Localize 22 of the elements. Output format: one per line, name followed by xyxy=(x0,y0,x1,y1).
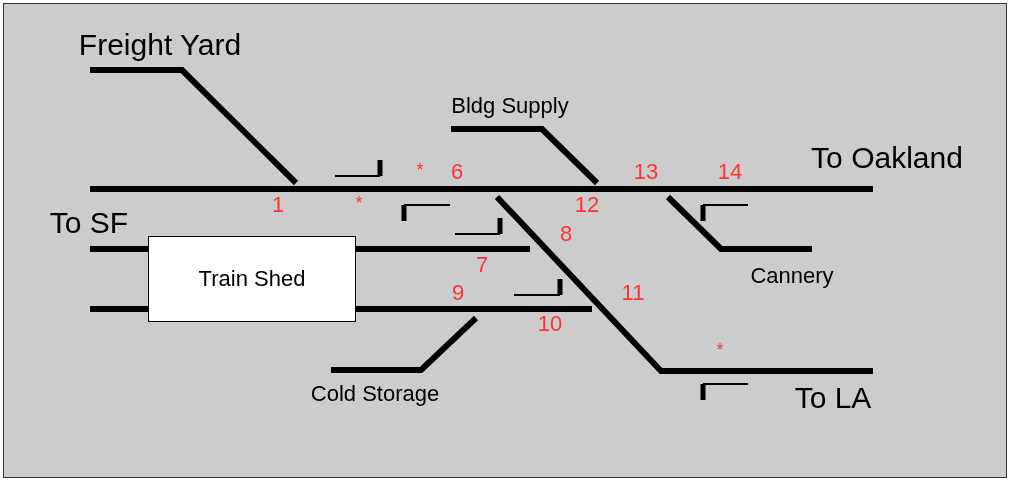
place-label: Cannery xyxy=(750,265,834,287)
track-number: 8 xyxy=(559,223,573,245)
asterisk-mark: * xyxy=(716,341,724,359)
place-label: To LA xyxy=(794,383,872,413)
track-number: 6 xyxy=(450,161,464,183)
place-label: Cold Storage xyxy=(310,383,440,405)
asterisk-mark: * xyxy=(355,194,363,212)
track-number: 1 xyxy=(271,194,285,216)
track-number: 7 xyxy=(475,254,489,276)
track-number: 14 xyxy=(717,161,743,183)
track-number: 11 xyxy=(621,282,645,304)
asterisk-mark: * xyxy=(416,161,424,179)
track-number: 13 xyxy=(633,161,659,183)
track-number: 9 xyxy=(451,282,465,304)
track-number: 12 xyxy=(574,194,600,216)
place-label: To SF xyxy=(49,208,129,238)
track-number: 10 xyxy=(537,313,563,335)
place-label: Bldg Supply xyxy=(451,95,569,117)
place-label: To Oakland xyxy=(811,143,963,173)
shed-label: Train Shed xyxy=(198,266,306,292)
train-shed-box xyxy=(148,236,356,322)
place-label: Freight Yard xyxy=(78,30,242,60)
